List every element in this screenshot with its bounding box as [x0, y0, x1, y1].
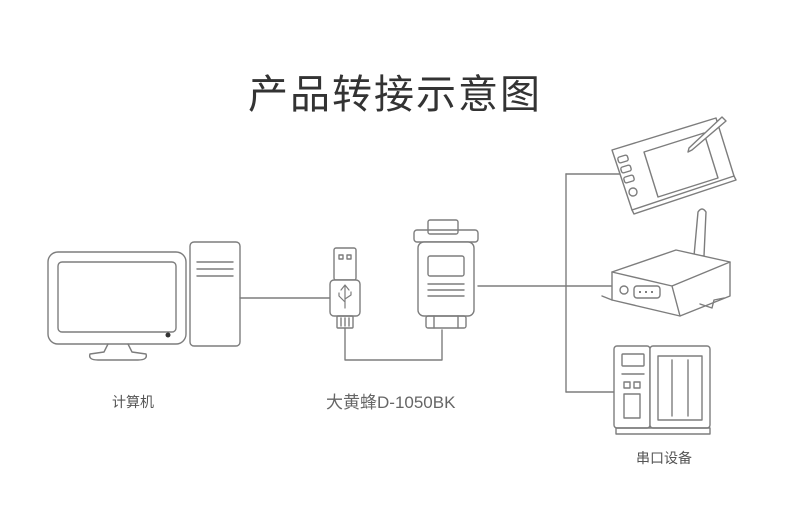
label-printer-icon: [613, 345, 711, 435]
serial-router-icon: [601, 208, 731, 317]
drawing-tablet-icon: [611, 116, 737, 215]
serial-devices-label: 串口设备: [636, 451, 692, 467]
adapter-label: 大黄蜂D-1050BK: [326, 393, 456, 412]
db9-connector-icon: [413, 219, 479, 329]
computer-label: 计算机: [112, 395, 154, 411]
usb-plug-icon: [329, 247, 361, 329]
page-title: 产品转接示意图: [248, 72, 542, 118]
desktop-computer-icon: [47, 241, 241, 361]
cable-usb-to-adapter: [344, 327, 443, 361]
